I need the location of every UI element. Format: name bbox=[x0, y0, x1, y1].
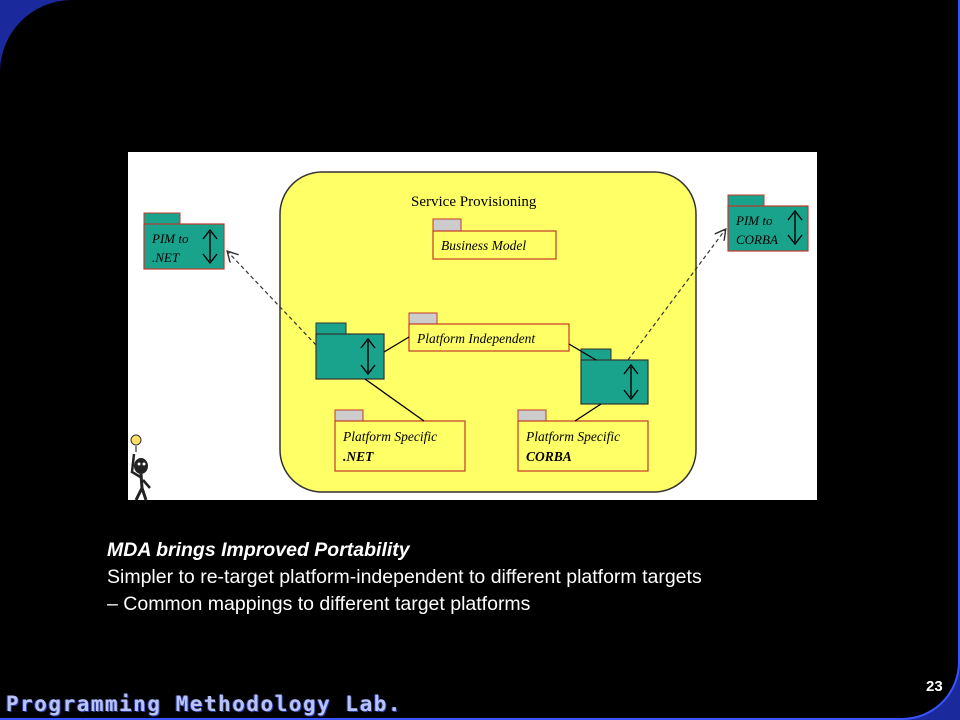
pim-to-net-line2: .NET bbox=[152, 250, 180, 265]
business-model-package: Business Model bbox=[432, 218, 557, 260]
platform-specific-corba-line2: CORBA bbox=[526, 449, 572, 464]
pim-to-corba-package: PIM to CORBA bbox=[727, 194, 809, 252]
platform-specific-net-line2: .NET bbox=[343, 449, 374, 464]
mda-diagram-svg: Service Provisioning Business Model Plat… bbox=[130, 171, 809, 500]
platform-specific-corba-line1: Platform Specific bbox=[525, 429, 620, 444]
caption-line-1: Simpler to re-target platform-independen… bbox=[107, 566, 702, 588]
pim-to-corba-line2: CORBA bbox=[736, 232, 778, 247]
platform-independent-package: Platform Independent bbox=[408, 312, 570, 352]
corba-mapping-package bbox=[580, 348, 649, 405]
double-arrow-icon bbox=[360, 337, 376, 376]
dependency-arrows bbox=[228, 230, 725, 361]
double-arrow-icon bbox=[787, 209, 803, 246]
idea-stick-figure-icon bbox=[130, 434, 151, 500]
slide-corner bbox=[0, 0, 72, 72]
pim-to-net-line1: PIM to bbox=[151, 231, 189, 246]
double-arrow-icon bbox=[202, 228, 218, 265]
mda-diagram: Service Provisioning Business Model Plat… bbox=[128, 152, 817, 500]
footer-lab-name: Programming Methodology Lab. bbox=[6, 692, 403, 716]
platform-independent-label: Platform Independent bbox=[416, 331, 536, 346]
platform-specific-corba-package: Platform Specific CORBA bbox=[517, 409, 649, 472]
business-model-label: Business Model bbox=[441, 238, 526, 253]
container-label: Service Provisioning bbox=[411, 194, 537, 210]
pim-to-net-package: PIM to .NET bbox=[143, 212, 225, 270]
net-mapping-package bbox=[315, 322, 385, 380]
connector-lines bbox=[364, 336, 602, 422]
page-number: 23 bbox=[926, 678, 943, 695]
double-arrow-icon bbox=[623, 363, 639, 401]
caption-line-2: – Common mappings to different target pl… bbox=[107, 593, 531, 615]
platform-specific-net-line1: Platform Specific bbox=[342, 429, 437, 444]
platform-specific-net-package: Platform Specific .NET bbox=[334, 409, 466, 472]
slide-caption: MDA brings Improved Portability Simpler … bbox=[107, 537, 887, 618]
caption-title: MDA brings Improved Portability bbox=[107, 539, 410, 561]
pim-to-corba-line1: PIM to bbox=[735, 213, 773, 228]
